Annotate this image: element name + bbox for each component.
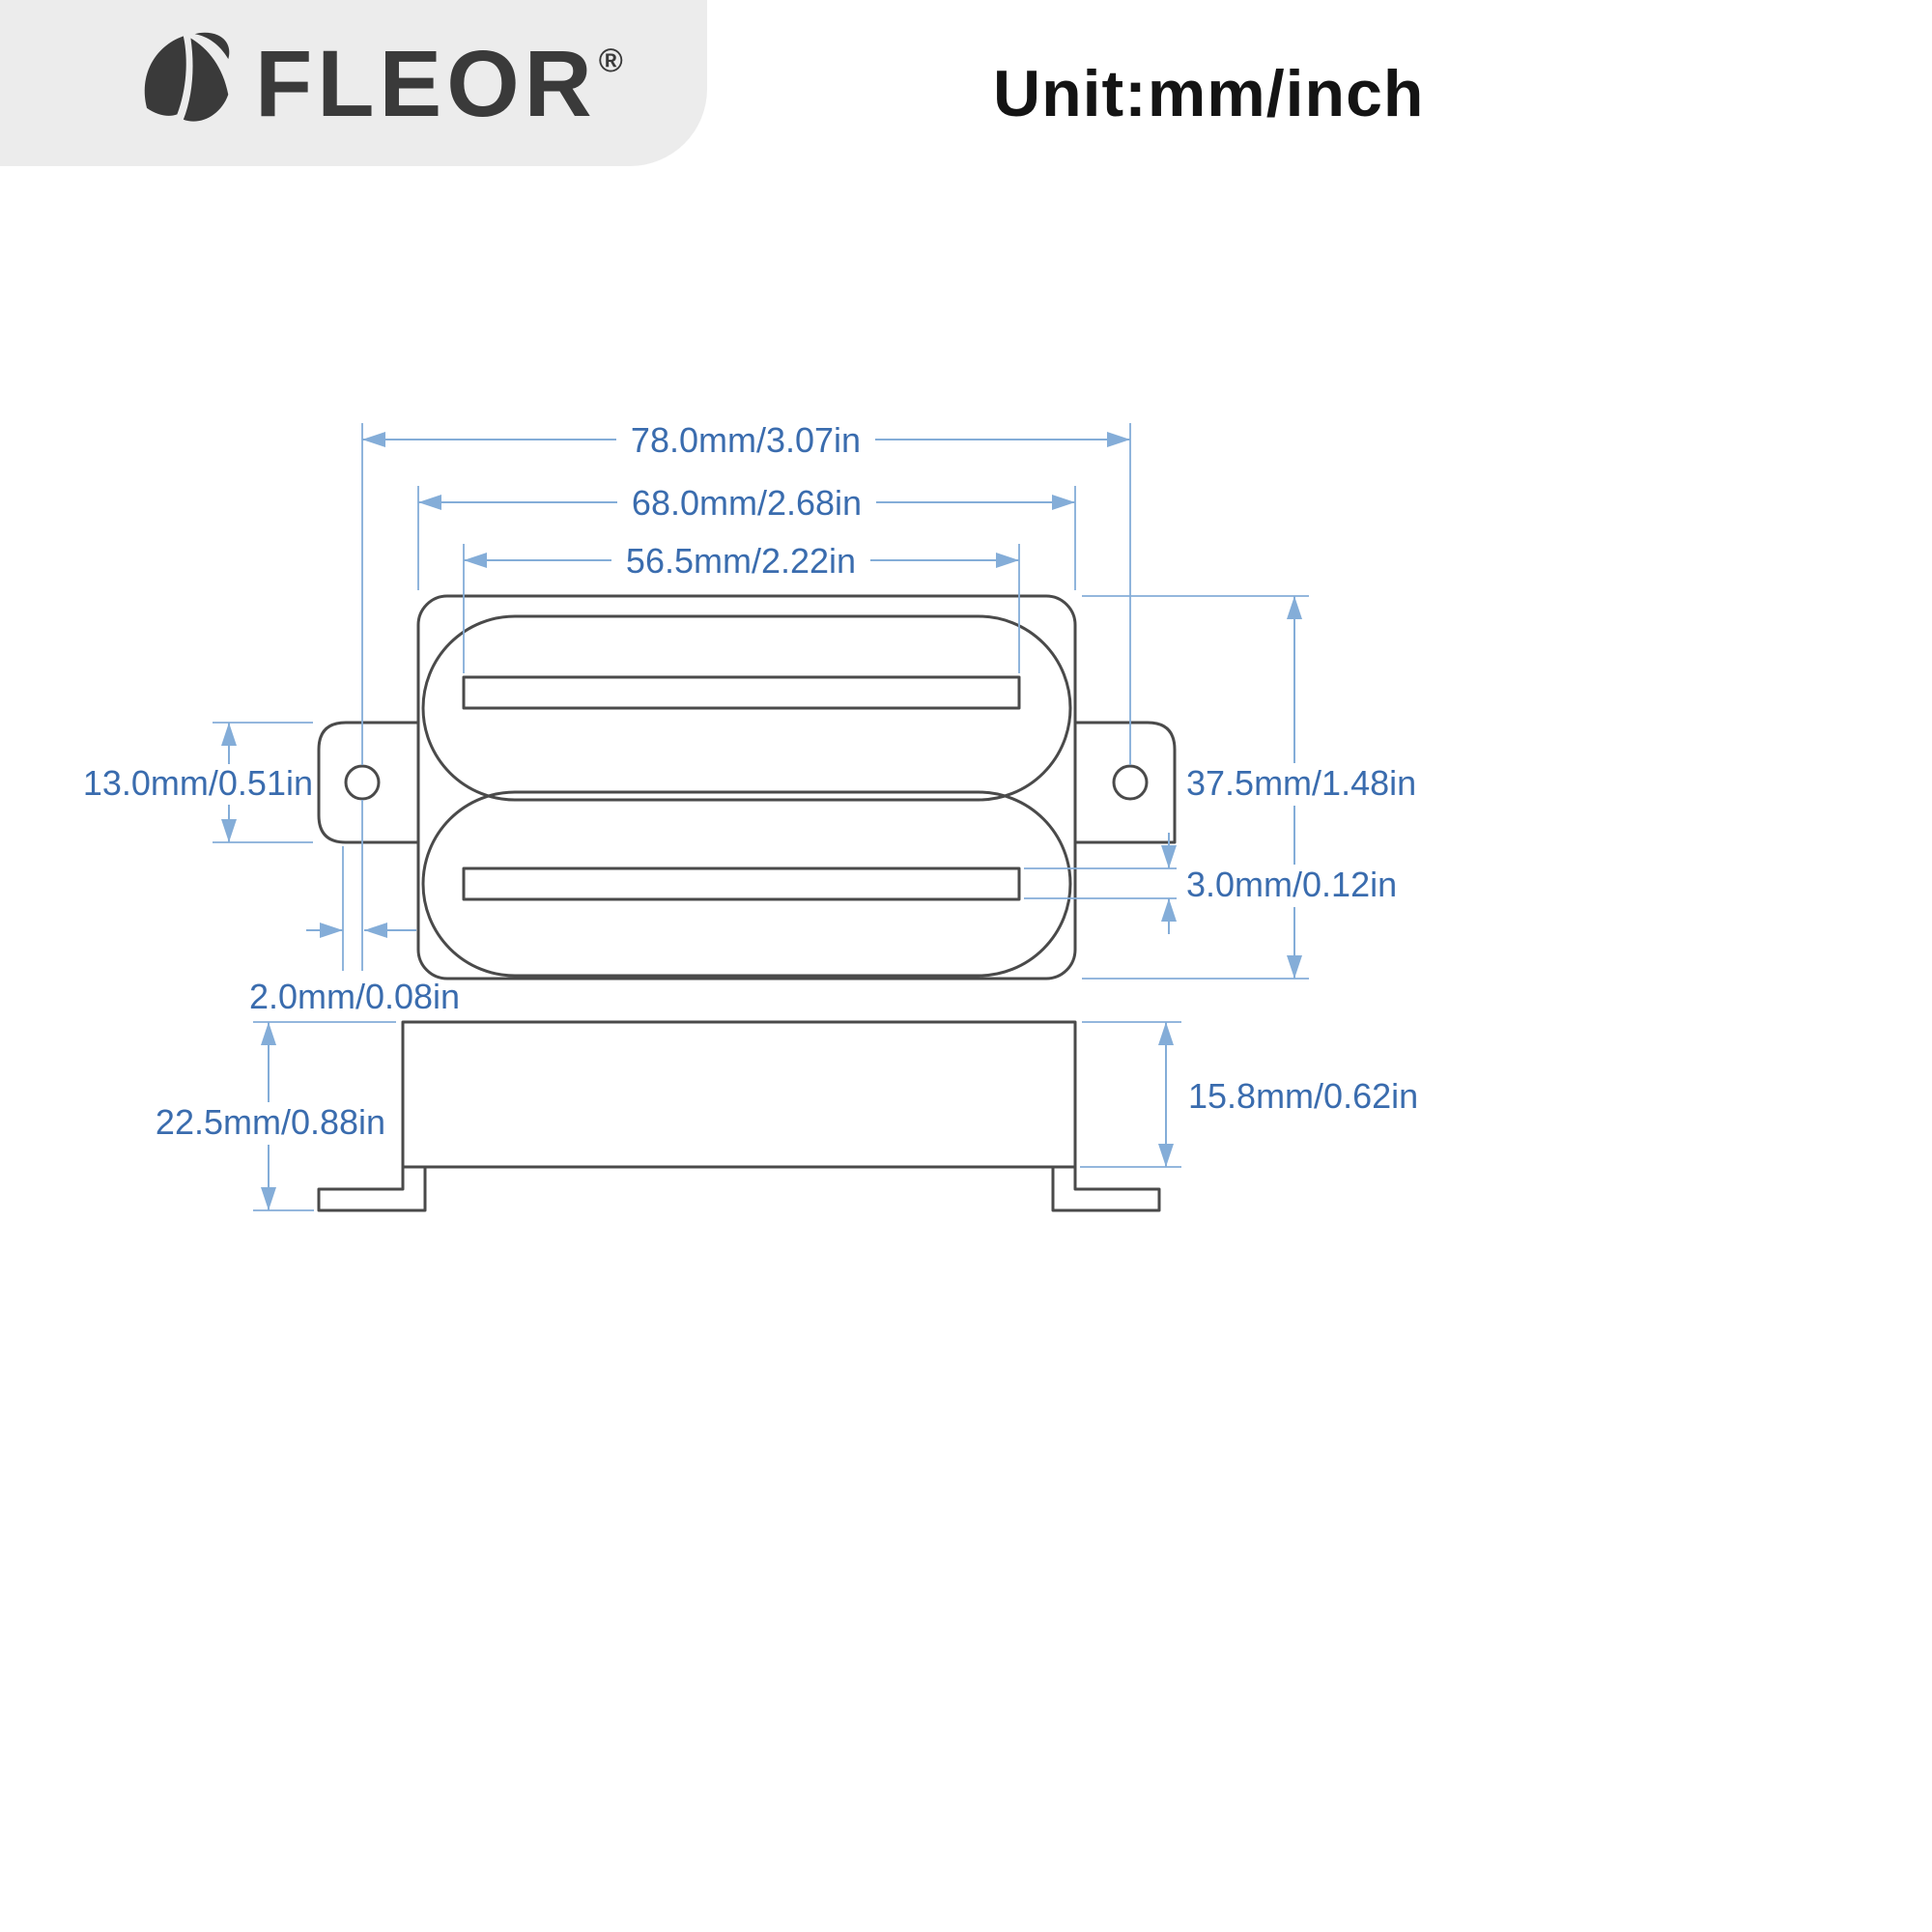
side-leg-left (317, 1165, 427, 1212)
unit-label: Unit:mm/inch (993, 57, 1425, 130)
coil-bobbin-bottom (421, 790, 1072, 978)
dim-label-body-height: 37.5mm/1.48in (1186, 763, 1416, 803)
dim-label-hole-edge-offset: 2.0mm/0.08in (249, 977, 460, 1016)
mounting-ear-right (1073, 721, 1177, 844)
side-view-body (401, 1020, 1077, 1169)
dim-label-rail-length: 56.5mm/2.22in (626, 541, 856, 581)
label-masks (77, 419, 1437, 1145)
mounting-hole-left (344, 764, 381, 801)
rail-slot-top (462, 675, 1021, 710)
mounting-ear-left (317, 721, 420, 844)
brand-name: FLEOR (255, 30, 597, 136)
pickup-body (416, 594, 1077, 980)
dim-label-base-depth: 15.8mm/0.62in (1188, 1076, 1418, 1116)
mounting-hole-right (1112, 764, 1149, 801)
coil-bobbin-top (421, 614, 1072, 802)
dim-label-rail-width: 3.0mm/0.12in (1186, 865, 1397, 904)
pickup-side-view (317, 1020, 1161, 1212)
dim-label-ear-height: 13.0mm/0.51in (83, 763, 313, 803)
pickup-top-view (317, 594, 1177, 980)
side-leg-right (1051, 1165, 1161, 1212)
dim-label-body-width: 68.0mm/2.68in (632, 483, 862, 523)
rail-slot-bottom (462, 867, 1021, 901)
registered-trademark-icon: ® (598, 42, 623, 79)
brand-lockup: FLEOR® (255, 37, 623, 130)
fleor-leaf-logo-icon (144, 32, 230, 122)
dim-label-mounting-hole-spacing: 78.0mm/3.07in (631, 420, 861, 460)
dim-label-total-depth: 22.5mm/0.88in (156, 1102, 385, 1142)
brand-header: FLEOR® (0, 0, 707, 166)
extension-lines (213, 423, 1309, 1211)
dimension-labels: 78.0mm/3.07in 68.0mm/2.68in 56.5mm/2.22i… (83, 420, 1418, 1142)
